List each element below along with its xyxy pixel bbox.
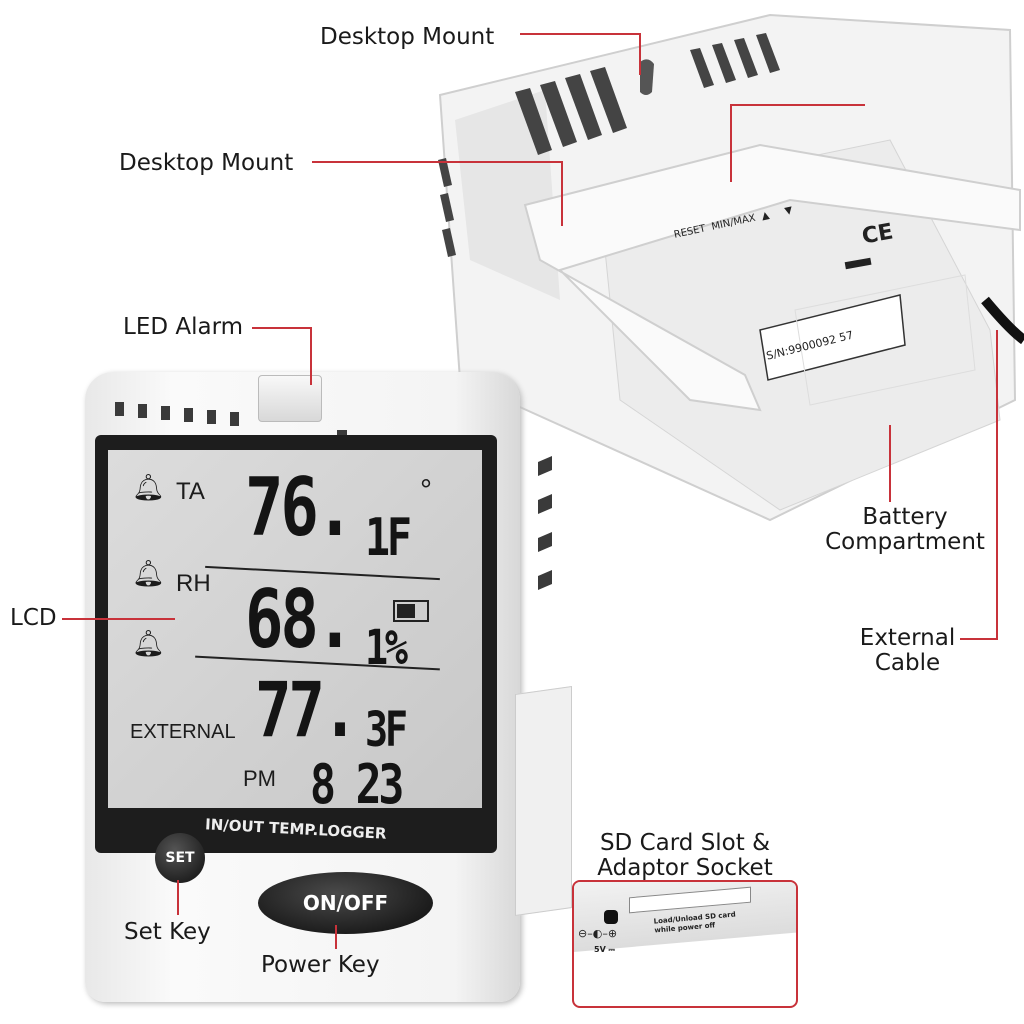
- callout-battery-line1: Battery: [862, 504, 948, 530]
- led-alarm-light: [258, 375, 322, 422]
- external-value: 77.: [255, 665, 358, 754]
- time-value: 8 23: [310, 753, 404, 816]
- ta-label: TA: [176, 478, 205, 505]
- polarity-icon: ⊖–◐–⊕: [578, 927, 618, 940]
- sd-slot-inset: ⊖–◐–⊕ Load/Unload SD card while power of…: [572, 880, 798, 1008]
- callout-desktop-mount-side: Desktop Mount: [119, 150, 294, 176]
- callout-led-alarm: LED Alarm: [123, 314, 244, 340]
- callout-cable-line2: Cable: [874, 650, 941, 676]
- callout-cable-line1: External: [859, 625, 956, 651]
- set-button[interactable]: SET: [155, 833, 205, 883]
- temperature-decimal: 1F: [365, 508, 412, 568]
- callout-desktop-mount-top: Desktop Mount: [320, 24, 495, 50]
- callout-sd-line1: SD Card Slot &: [599, 830, 771, 856]
- external-decimal: 3F: [365, 702, 408, 758]
- callout-battery-line2: Compartment: [825, 529, 985, 555]
- battery-icon: [393, 600, 429, 622]
- rh-label: RH: [176, 570, 211, 597]
- voltage-label: 5V ⎓: [594, 945, 615, 954]
- callout-set-key: Set Key: [124, 919, 211, 945]
- adaptor-socket[interactable]: [604, 910, 618, 924]
- callout-power-key: Power Key: [261, 952, 380, 978]
- ampm-label: PM: [243, 766, 276, 791]
- power-button[interactable]: ON/OFF: [258, 872, 433, 934]
- degree-symbol: °: [420, 474, 432, 507]
- callout-external-cable: External Cable: [850, 626, 965, 676]
- bell-icon-rh: 🔔︎: [132, 558, 166, 588]
- bell-icon-external: 🔔︎: [132, 628, 166, 658]
- callout-lcd: LCD: [10, 605, 57, 631]
- callout-sd-card-slot: SD Card Slot & Adaptor Socket: [575, 831, 795, 881]
- humidity-value: 68.: [245, 573, 354, 666]
- external-label: EXTERNAL: [130, 721, 236, 743]
- callout-battery-compartment: Battery Compartment: [795, 505, 1015, 555]
- callout-sd-line2: Adaptor Socket: [597, 855, 773, 881]
- lcd-screen: [108, 450, 482, 808]
- bell-icon-ta: 🔔︎: [132, 472, 166, 502]
- temperature-value: 76.: [245, 461, 354, 554]
